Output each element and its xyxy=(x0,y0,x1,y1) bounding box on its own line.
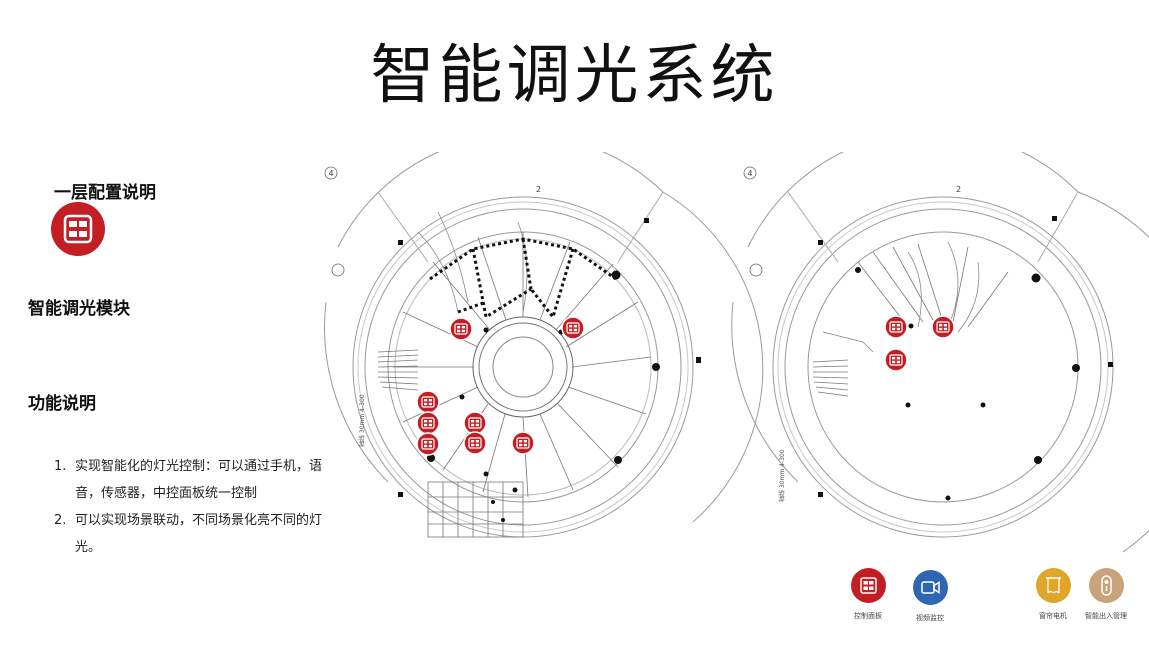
floor-plans: 4 2 轴线 30mm 4-300 xyxy=(324,152,1149,553)
control-panel-marker[interactable] xyxy=(416,390,440,414)
video-camera-icon xyxy=(912,570,948,605)
legend-access-control[interactable]: 智能出入管理 xyxy=(1066,568,1146,621)
control-panel-marker[interactable] xyxy=(884,348,908,372)
control-panel-marker[interactable] xyxy=(463,431,487,455)
legend-video-camera[interactable]: 视频监控 xyxy=(890,570,970,623)
svg-text:轴线 30mm 4-300: 轴线 30mm 4-300 xyxy=(778,449,786,502)
svg-text:2: 2 xyxy=(536,185,541,194)
svg-text:4: 4 xyxy=(328,169,333,178)
control-panel-marker[interactable] xyxy=(463,411,487,435)
control-panel-marker[interactable] xyxy=(561,316,585,340)
function-heading: 功能说明 xyxy=(28,394,96,414)
module-heading: 智能调光模块 xyxy=(28,299,130,319)
floor-plan-right: 4 2 轴线 30mm 4-300 xyxy=(731,152,1149,553)
control-panel-icon xyxy=(51,202,105,256)
svg-text:4: 4 xyxy=(747,169,752,178)
control-panel-marker[interactable] xyxy=(931,315,955,339)
legend-curtain-motor[interactable]: 窗帘电机 xyxy=(1013,568,1093,621)
control-panel-marker[interactable] xyxy=(449,317,473,341)
curtain-motor-icon xyxy=(1035,568,1071,603)
svg-text:2: 2 xyxy=(956,185,961,194)
control-panel-icon xyxy=(850,568,886,603)
svg-text:轴线 30mm 4-300: 轴线 30mm 4-300 xyxy=(358,394,366,447)
control-panel-marker[interactable] xyxy=(884,315,908,339)
list-item: 2. 可以实现场景联动，不同场景化亮不同的灯光。 xyxy=(54,513,323,555)
function-list: 1. 实现智能化的灯光控制：可以通过手机，语音，传感器，中控面板统一控制 2. … xyxy=(54,453,334,561)
legend-control-panel[interactable]: 控制面板 xyxy=(828,568,908,621)
floor-plan-left: 4 2 轴线 30mm 4-300 xyxy=(324,152,764,538)
control-panel-marker[interactable] xyxy=(416,432,440,456)
access-control-icon xyxy=(1088,568,1124,603)
list-item: 1. 实现智能化的灯光控制：可以通过手机，语音，传感器，中控面板统一控制 xyxy=(54,459,323,501)
page-title: 智能调光系统 xyxy=(370,39,779,113)
config-heading: 一层配置说明 xyxy=(54,183,156,203)
control-panel-marker[interactable] xyxy=(416,411,440,435)
control-panel-marker[interactable] xyxy=(511,431,535,455)
